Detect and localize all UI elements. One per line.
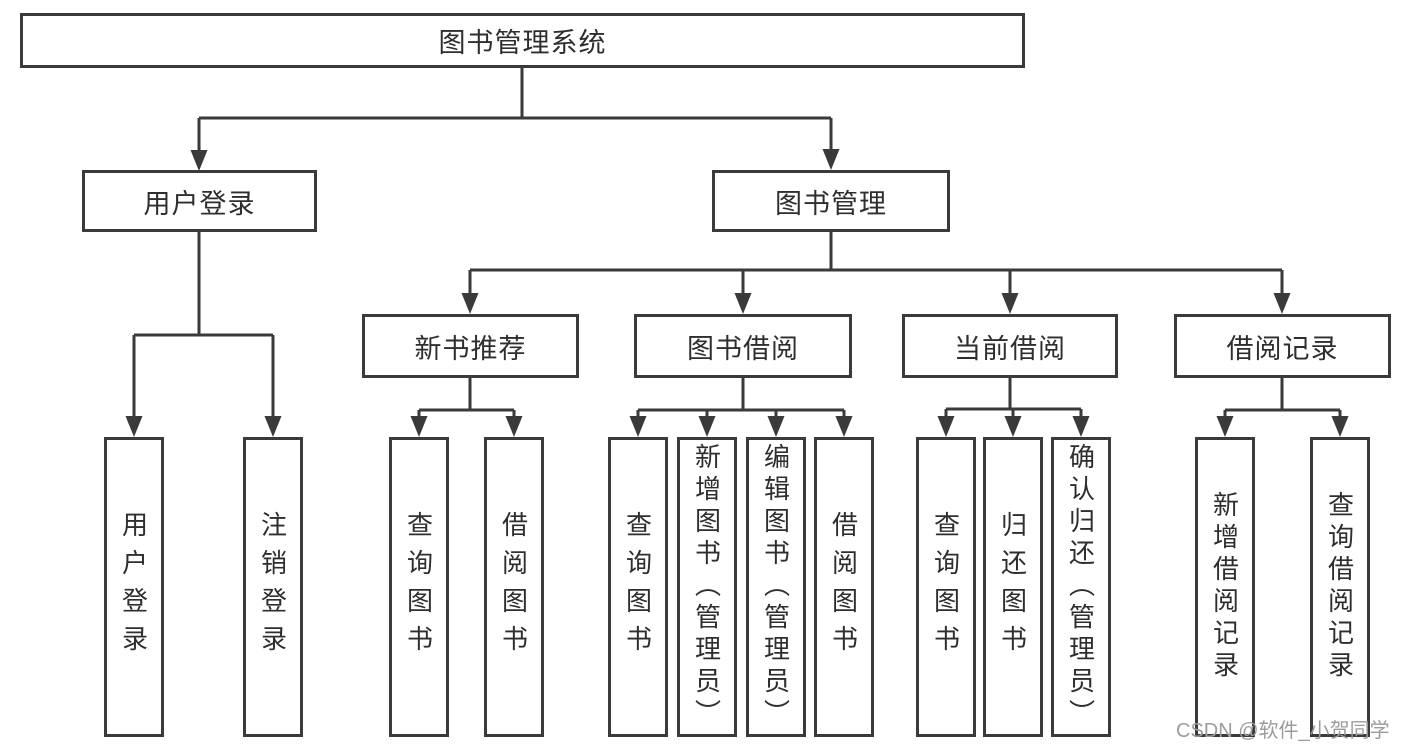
leaf-borrow-add: 新增图书（管理员） [677,437,737,737]
node-borrow-records: 借阅记录 [1174,314,1391,378]
leaf-current-confirm-label: 确认归还（管理员） [1065,443,1096,731]
connector-root-to-level2 [190,68,840,171]
node-root-label: 图书管理系统 [438,28,607,58]
leaf-logout: 注销登录 [243,437,303,737]
leaf-current-return-label: 归还图书 [997,511,1028,663]
connector-records-to-leaves [1216,378,1349,437]
node-current-borrow-label: 当前借阅 [954,333,1066,364]
leaf-borrow-query: 查询图书 [608,437,668,737]
leaf-logout-label: 注销登录 [257,511,288,663]
node-book-mgmt: 图书管理 [712,170,950,232]
node-new-book-rec: 新书推荐 [362,314,579,378]
node-book-mgmt-label: 图书管理 [775,188,887,219]
leaf-newbook-query-label: 查询图书 [403,511,434,663]
node-new-book-rec-label: 新书推荐 [414,333,527,364]
leaf-records-query-label: 查询借阅记录 [1324,491,1355,683]
node-user-login: 用户登录 [82,170,317,232]
leaf-newbook-borrow-label: 借阅图书 [498,511,529,663]
node-borrow-records-label: 借阅记录 [1226,333,1339,364]
leaf-current-query: 查询图书 [916,437,976,737]
node-current-borrow: 当前借阅 [902,314,1118,378]
leaf-user-login: 用户登录 [104,437,164,737]
connector-bookmgmt-to-level3 [461,232,1291,314]
connector-currentborrow-to-leaves [937,378,1090,437]
leaf-records-add-label: 新增借阅记录 [1209,491,1240,683]
leaf-newbook-query: 查询图书 [389,437,449,737]
leaf-current-confirm: 确认归还（管理员） [1051,437,1111,737]
connector-userlogin-to-leaves [125,232,282,437]
leaf-borrow-edit: 编辑图书（管理员） [746,437,806,737]
leaf-newbook-borrow: 借阅图书 [484,437,544,737]
leaf-user-login-label: 用户登录 [118,511,149,663]
node-book-borrow: 图书借阅 [634,314,852,378]
leaf-borrow-add-label: 新增图书（管理员） [691,443,722,731]
leaf-borrow-borrow-label: 借阅图书 [828,511,859,663]
leaf-records-add: 新增借阅记录 [1195,437,1255,737]
leaf-current-query-label: 查询图书 [930,511,961,663]
leaf-borrow-query-label: 查询图书 [622,511,653,663]
connector-newbook-to-leaves [410,378,523,437]
leaf-borrow-edit-label: 编辑图书（管理员） [760,443,791,731]
leaf-current-return: 归还图书 [983,437,1043,737]
leaf-records-query: 查询借阅记录 [1310,437,1370,737]
node-root: 图书管理系统 [20,13,1025,68]
leaf-borrow-borrow: 借阅图书 [814,437,874,737]
csdn-watermark: CSDN @软件_小贺同学 [1176,720,1390,742]
node-user-login-label: 用户登录 [143,188,256,219]
node-book-borrow-label: 图书借阅 [687,333,799,364]
connector-bookborrow-to-leaves [629,378,853,437]
